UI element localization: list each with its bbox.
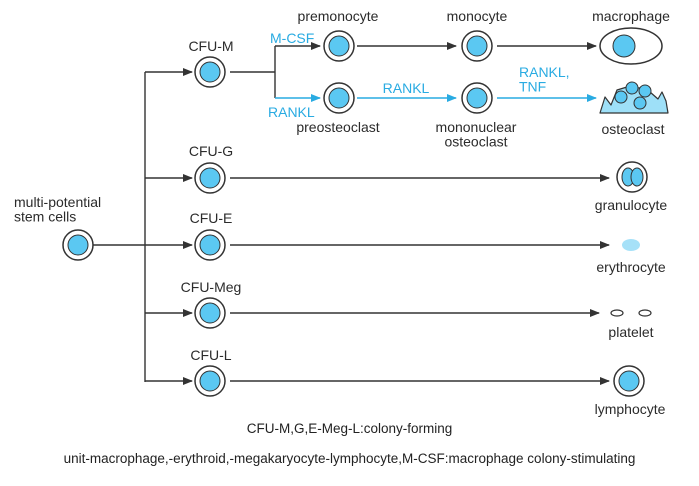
label-cfu-g: CFU-G	[189, 143, 233, 159]
cell-stem	[62, 229, 94, 261]
caption-line-2: unit-macrophage,-erythroid,-megakaryocyt…	[63, 451, 636, 466]
label-monocyte: monocyte	[447, 8, 508, 24]
cell-premonocyte	[323, 30, 355, 62]
label-erythrocyte: erythrocyte	[596, 259, 665, 275]
cell-cfu-m	[194, 56, 226, 88]
caption-line-1: CFU-M,G,E-Meg-L:colony-forming	[246, 421, 453, 436]
cell-monocyte	[461, 30, 493, 62]
cell-preosteoclast	[323, 82, 355, 114]
factor-rankl-tnf: RANKL,TNF	[519, 64, 570, 95]
cell-lymphocyte	[613, 365, 645, 397]
factor-rankl-mononuclear: RANKL	[383, 80, 430, 96]
cell-platelet	[610, 309, 652, 317]
label-cfu-m: CFU-M	[188, 38, 233, 54]
factor-m-csf: M-CSF	[270, 30, 314, 46]
cell-erythrocyte	[622, 239, 640, 251]
label-preosteoclast: preosteoclast	[296, 119, 379, 135]
label-macrophage: macrophage	[592, 8, 670, 24]
label-osteoclast: osteoclast	[601, 121, 664, 137]
label-cfu-e: CFU-E	[190, 210, 233, 226]
label-premonocyte: premonocyte	[298, 8, 379, 24]
label-cfu-l: CFU-L	[190, 347, 231, 363]
label-lymphocyte: lymphocyte	[595, 401, 666, 417]
cell-cfu-e	[194, 229, 226, 261]
cell-granulocyte	[616, 161, 648, 193]
label-granulocyte: granulocyte	[595, 197, 668, 213]
cell-cfu-g	[194, 162, 226, 194]
cell-macrophage	[599, 27, 663, 65]
cell-cfu-l	[194, 365, 226, 397]
label-cfu-meg: CFU-Meg	[181, 279, 242, 295]
connector-lines	[93, 42, 610, 385]
cell-osteoclast	[599, 81, 669, 114]
cell-cfu-meg	[194, 297, 226, 329]
cell-mononuclear-osteoclast	[461, 82, 493, 114]
label-platelet: platelet	[608, 324, 653, 340]
factor-rankl-preosteoclast: RANKL	[268, 104, 315, 120]
